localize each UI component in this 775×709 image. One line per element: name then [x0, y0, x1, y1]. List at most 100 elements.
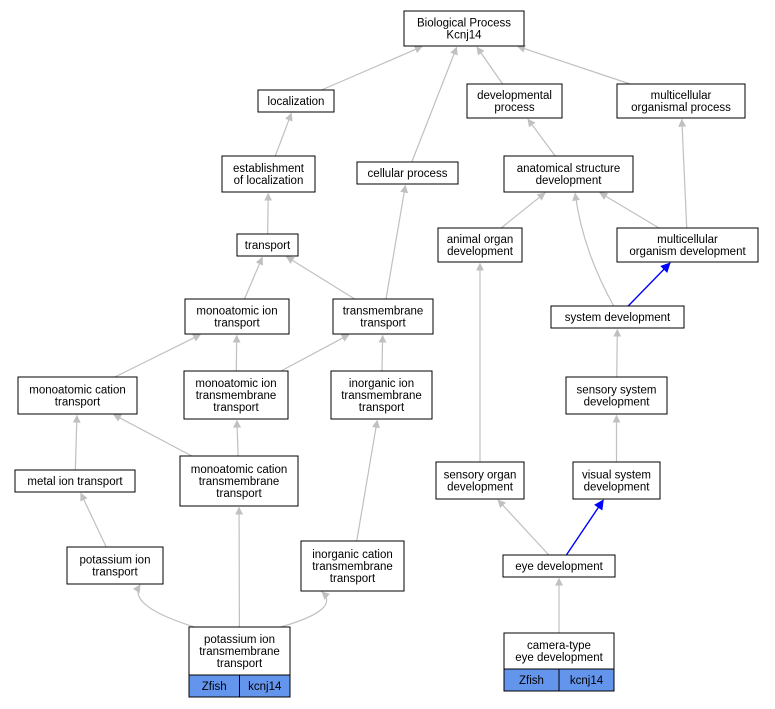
node-label-line: multicellular: [657, 234, 718, 246]
node-box: [550, 305, 685, 329]
node-sysdev[interactable]: system development: [550, 305, 685, 329]
edge-ssd-to-sysdev: [613, 328, 622, 378]
edge-loc-to-bp: [321, 45, 423, 91]
node-label-line: monoatomic ion: [196, 306, 277, 318]
node-eyed[interactable]: eye development: [502, 554, 616, 578]
edge-trans-to-estloc: [264, 192, 273, 235]
node-label-line: transmembrane: [341, 390, 422, 402]
node-label-line: transport: [245, 240, 291, 252]
edge-mod-to-asd: [599, 192, 660, 229]
node-label-line: development: [584, 397, 651, 409]
node-label-line: developmental: [477, 90, 552, 102]
edge-sysdev-to-mod: [627, 262, 671, 307]
edge-eyed-to-vsd: [565, 499, 604, 556]
edge-kitt-to-ictt: [280, 591, 330, 628]
node-box: [66, 546, 164, 585]
node-label-line: inorganic cation: [312, 549, 393, 561]
annotation-badge-label: Zfish: [519, 675, 544, 687]
node-label-line: metal ion transport: [27, 476, 123, 488]
node-label-line: transport: [214, 318, 260, 330]
edge-aod-to-asd: [500, 192, 546, 229]
edge-sysdev-to-asd: [572, 192, 615, 307]
node-label-line: monoatomic cation: [29, 385, 126, 397]
node-label-line: development: [584, 482, 651, 494]
node-label-line: potassium ion: [204, 634, 275, 646]
node-label-line: transport: [330, 573, 376, 585]
node-label-line: multicellular: [651, 90, 712, 102]
edge-moit-to-trans: [243, 256, 264, 300]
node-label-line: transmembrane: [312, 561, 393, 573]
edge-ictt-to-iitt: [356, 419, 380, 542]
node-label-line: monoatomic ion: [195, 378, 276, 390]
node-label-line: organism development: [629, 246, 746, 258]
node-label-line: anatomical structure: [517, 163, 621, 175]
edge-mactt-to-moitt: [233, 419, 242, 457]
node-box: [466, 83, 563, 119]
node-label-line: development: [536, 175, 603, 187]
node-label-line: transport: [92, 567, 138, 579]
edge-asd-to-devproc: [527, 118, 556, 157]
node-label-line: transport: [55, 397, 101, 409]
node-box: [403, 10, 525, 47]
node-box: [257, 89, 335, 113]
node-cellp[interactable]: cellular process: [356, 161, 459, 185]
node-loc[interactable]: localization: [257, 89, 335, 113]
edge-devproc-to-bp: [476, 46, 504, 85]
node-mit[interactable]: metal ion transport: [14, 469, 136, 493]
node-label-line: inorganic ion: [349, 378, 414, 390]
node-box: [14, 469, 136, 493]
node-box: [572, 461, 661, 500]
node-label-line: transport: [217, 658, 263, 670]
edge-mactt-to-mact: [113, 414, 193, 457]
node-label-line: establishment: [233, 163, 305, 175]
node-label-line: transmembrane: [196, 390, 277, 402]
node-trans[interactable]: transport: [236, 233, 299, 257]
edge-tmt-to-cellp: [385, 184, 409, 300]
edge-moitt-to-tmt: [280, 334, 350, 372]
node-box: [565, 376, 668, 415]
node-label-line: sensory organ: [444, 470, 517, 482]
node-box: [300, 540, 405, 592]
node-box: [179, 455, 299, 507]
node-kitt[interactable]: potassium iontransmembranetransportZfish…: [188, 626, 291, 698]
node-label-line: eye development: [515, 652, 603, 664]
node-label-line: monoatomic cation: [191, 464, 288, 476]
node-label-line: eye development: [515, 561, 603, 573]
node-box: [183, 370, 289, 420]
node-label-line: process: [494, 102, 535, 114]
edge-estloc-to-loc: [274, 112, 293, 157]
node-box: [330, 370, 433, 420]
node-label-line: transmembrane: [199, 646, 280, 658]
edge-mop-to-bp: [517, 44, 631, 85]
edge-tmt-to-trans: [285, 256, 356, 300]
annotation-badge-gene[interactable]: [558, 668, 615, 692]
node-box: [221, 155, 316, 193]
node-box: [356, 161, 459, 185]
node-box: [503, 155, 634, 193]
annotation-badge-gene[interactable]: [239, 674, 291, 698]
annotation-badge-label: kcnj14: [248, 681, 282, 693]
node-label-line: development: [447, 246, 514, 258]
node-label-line: transport: [216, 488, 262, 500]
node-box: [616, 83, 746, 119]
